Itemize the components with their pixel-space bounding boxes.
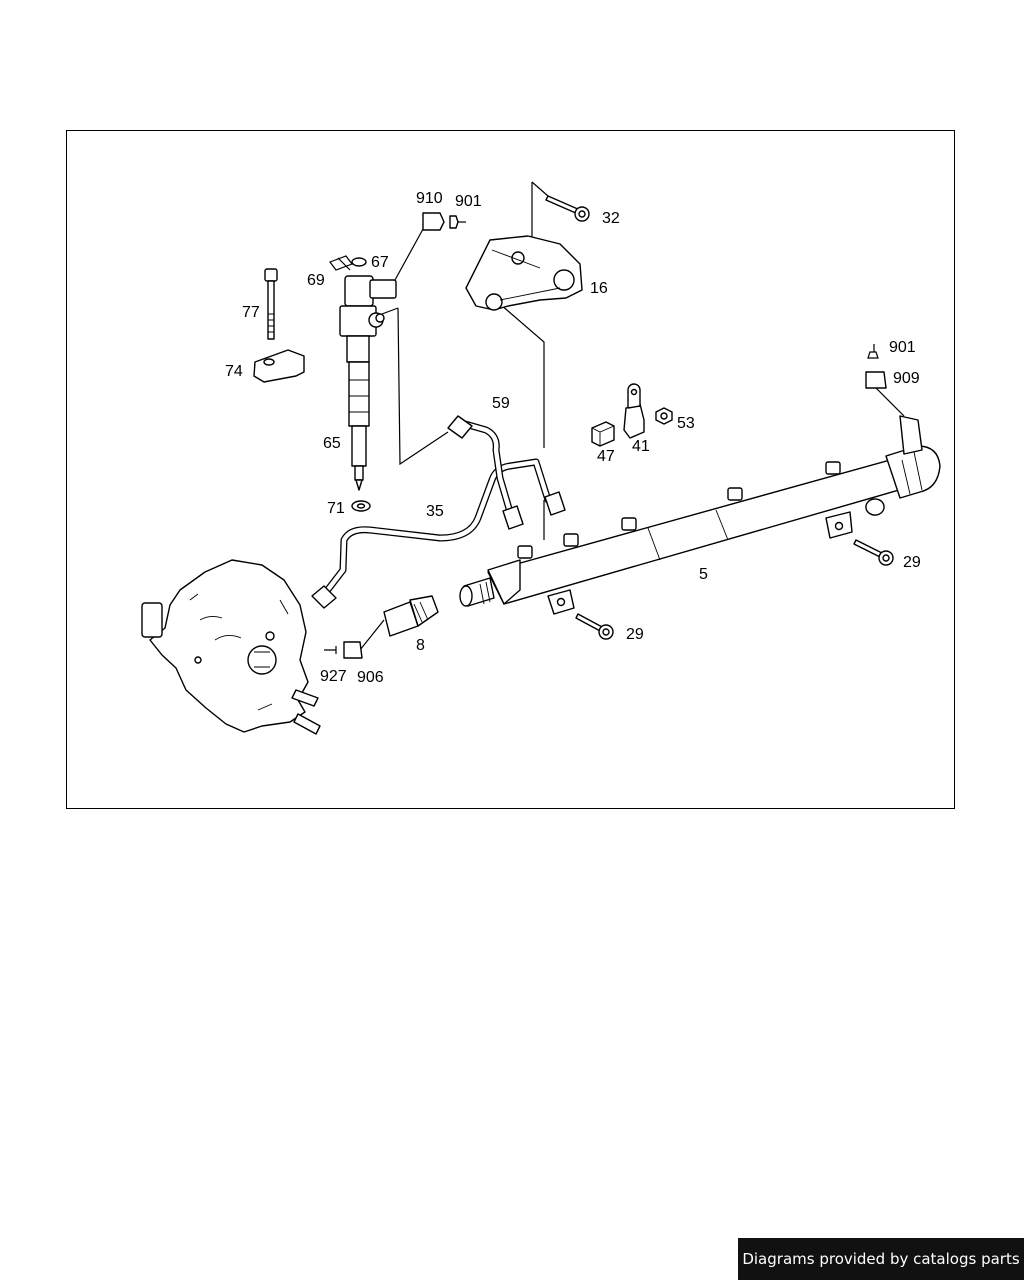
connector-901-909	[865, 344, 887, 389]
callout-65: 65	[323, 435, 341, 452]
callout-labels: 910 901 32 67 69 16 77 901 909 74 59 53 …	[225, 190, 921, 686]
callout-77: 77	[242, 304, 260, 321]
bolt-29-lower	[575, 613, 614, 640]
pressure-pipe-59	[447, 415, 524, 530]
fuel-rail-5	[459, 415, 941, 615]
callout-69: 69	[307, 272, 325, 289]
diagram-frame	[66, 130, 955, 809]
connector-927-906	[324, 641, 363, 659]
callout-910: 910	[416, 190, 443, 207]
callout-41: 41	[632, 438, 650, 455]
nut-53	[655, 407, 673, 425]
callout-8: 8	[416, 637, 425, 654]
callout-32: 32	[602, 210, 620, 227]
callout-47: 47	[597, 448, 615, 465]
sealing-washer-67	[351, 257, 367, 267]
bolt-77	[264, 268, 278, 340]
callout-5: 5	[699, 566, 708, 583]
clip-69	[329, 255, 353, 271]
callout-901-top: 901	[455, 193, 482, 210]
bracket-16	[465, 235, 583, 311]
callout-53: 53	[677, 415, 695, 432]
sensor-part-47	[591, 421, 615, 447]
rail-outlets	[517, 461, 841, 559]
callout-29-lower: 29	[626, 626, 644, 643]
callout-67: 67	[371, 254, 389, 271]
high-pressure-pump	[141, 559, 321, 735]
callout-59: 59	[492, 395, 510, 412]
callout-927: 927	[320, 668, 347, 685]
pressure-sensor-8	[383, 595, 439, 637]
callout-74: 74	[225, 363, 243, 380]
injector	[339, 275, 397, 491]
seal-ring-71	[351, 500, 371, 512]
clamp-74	[253, 349, 305, 383]
bolt-29-upper	[853, 539, 894, 566]
callout-909: 909	[893, 370, 920, 387]
connector-910-901	[422, 212, 466, 231]
callout-906: 906	[357, 669, 384, 686]
holder-41	[623, 383, 645, 439]
callout-71: 71	[327, 500, 345, 517]
credit-banner: Diagrams provided by catalogs parts	[738, 1238, 1024, 1280]
callout-29-upper: 29	[903, 554, 921, 571]
bolt-32	[545, 195, 590, 222]
callout-901-right: 901	[889, 339, 916, 356]
leader-lines	[359, 181, 905, 651]
callout-35: 35	[426, 503, 444, 520]
callout-16: 16	[590, 280, 608, 297]
